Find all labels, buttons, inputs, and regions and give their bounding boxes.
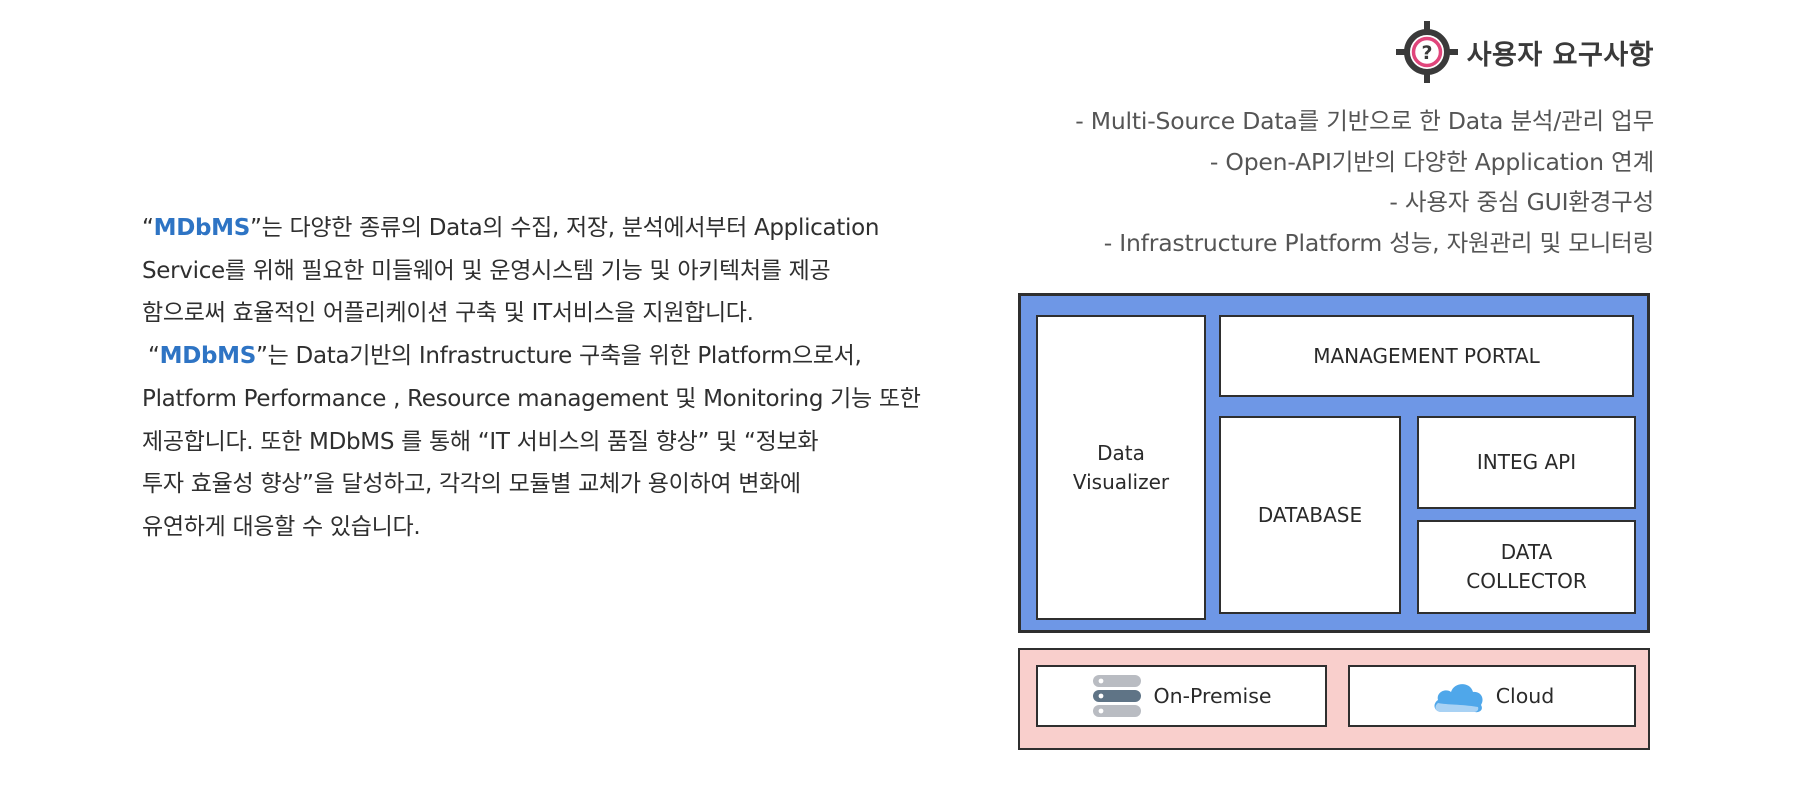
description-line: Platform Performance , Resource manageme… (142, 385, 921, 412)
description-line: “MDbMS”는 다양한 종류의 Data의 수집, 저장, 분석에서부터 Ap… (142, 207, 992, 250)
description-line: 함으로써 효율적인 어플리케이션 구축 및 IT서비스을 지원합니다. (142, 300, 754, 327)
requirements-title: 사용자 요구사항 (1466, 39, 1654, 71)
requirement-item: - 사용자 중심 GUI환경구성 (1389, 188, 1654, 216)
box-label: DATA (1500, 540, 1553, 564)
box-label: Data (1097, 440, 1145, 465)
target-question-icon: ? (1395, 21, 1458, 83)
requirement-item: - Infrastructure Platform 성능, 자원관리 및 모니터… (1103, 228, 1655, 257)
description-line: Service를 위해 필요한 미들웨어 및 운영시스템 기능 및 아키텍처를 … (142, 257, 831, 284)
on-premise-label: On-Premise (1153, 684, 1272, 708)
box-label: INTEG API (1476, 450, 1577, 474)
description-line: “MDbMS”는 Data기반의 Infrastructure 구축을 위한 P… (142, 335, 992, 378)
data-visualizer-box: Data Visualizer (1036, 315, 1206, 620)
description-text-fragment: 는 Data기반의 Infrastructure 구축을 위한 Platform… (267, 343, 862, 370)
svg-text:?: ? (1421, 42, 1432, 64)
requirements-header: ? 사용자 요구사항 (1395, 20, 1654, 84)
data-collector-box: DATA COLLECTOR (1417, 520, 1636, 614)
quote-mark: “ (142, 215, 154, 241)
box-label: Visualizer (1072, 469, 1170, 494)
on-premise-box: On-Premise (1036, 665, 1327, 727)
box-label: MANAGEMENT PORTAL (1313, 343, 1540, 368)
brand-name: MDbMS (153, 215, 251, 241)
integ-api-box: INTEG API (1417, 416, 1636, 509)
description-text-fragment: 는 다양한 종류의 Data의 수집, 저장, 분석에서부터 Applicati… (261, 215, 880, 241)
requirement-item: - Open-API기반의 다양한 Application 연계 (1209, 147, 1654, 176)
quote-mark: ” (250, 215, 262, 241)
description-line: 제공합니다. 또한 MDbMS 를 통해 “IT 서비스의 품질 향상” 및 “… (142, 428, 819, 455)
requirement-item: - Multi-Source Data를 기반으로 한 Data 분석/관리 업… (1075, 107, 1654, 135)
brand-name: MDbMS (159, 343, 257, 370)
server-stack-icon (1093, 675, 1142, 717)
cloud-icon (1434, 684, 1483, 713)
cloud-label: Cloud (1495, 684, 1555, 708)
description-line: 유연하게 대응할 수 있습니다. (142, 513, 421, 540)
database-box: DATABASE (1219, 416, 1401, 614)
description-line: 투자 효율성 향상”을 달성하고, 각각의 모듈별 교체가 용이하여 변화에 (142, 471, 801, 498)
management-portal-box: MANAGEMENT PORTAL (1219, 315, 1634, 397)
description-text: “MDbMS”는 다양한 종류의 Data의 수집, 저장, 분석에서부터 Ap… (142, 207, 992, 549)
requirements-list: - Multi-Source Data를 기반으로 한 Data 분석/관리 업… (1075, 101, 1654, 263)
box-label: COLLECTOR (1466, 569, 1587, 593)
box-label: DATABASE (1257, 502, 1363, 527)
quote-mark: “ (148, 343, 160, 370)
quote-mark: ” (256, 343, 268, 370)
cloud-box: Cloud (1348, 665, 1636, 727)
